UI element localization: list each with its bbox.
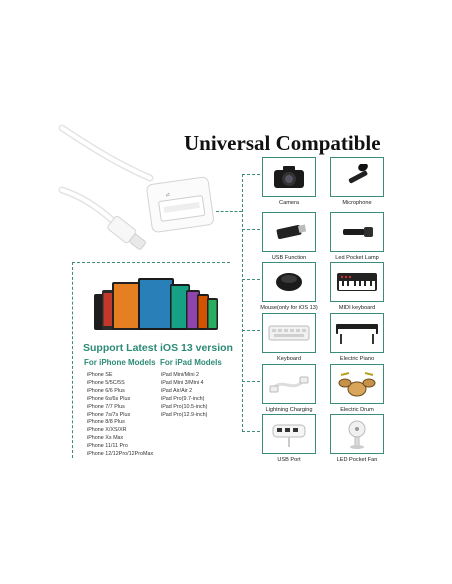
list-item: iPhone X/XS/XR [87, 427, 127, 434]
device-card-electric-drum [330, 364, 384, 404]
connector-line [242, 229, 260, 230]
connector-line [242, 381, 260, 382]
list-item: iPhone 12/12Pro/12ProMax [87, 451, 154, 458]
svg-text:⇄: ⇄ [165, 192, 170, 199]
connector-line [242, 279, 260, 280]
midi-keyboard-icon [337, 273, 377, 291]
keyboard-icon [268, 325, 310, 341]
fan-icon [348, 420, 366, 449]
device-card-led-pocket-fan [330, 414, 384, 454]
page-title: Universal Compatible [184, 131, 381, 155]
device-card-led-pocket-lamp [330, 212, 384, 252]
ipad-models-list: iPad Mini/Mini 2 iPad Mini 3/Mini 4 iPad… [161, 372, 207, 419]
list-item: iPad Mini/Mini 2 [161, 372, 200, 378]
list-item: iPhone 6/6 Plus [87, 387, 125, 394]
ipad-models-header: For iPad Models [160, 358, 222, 367]
list-item: iPhone 7/7 Plus [87, 403, 125, 410]
device-card-mouse [262, 262, 316, 302]
device-card-midi-keyboard [330, 262, 384, 302]
list-item: iPhone 11/11 Pro [87, 443, 128, 450]
connector-line [242, 431, 260, 432]
device-card-lightning-charging [262, 364, 316, 404]
device-card-camera [262, 157, 316, 197]
iphone-models-header: For iPhone Models [84, 358, 156, 367]
device-card-usb-port [262, 414, 316, 454]
device-card-microphone [330, 157, 384, 197]
device-label: Camera [279, 200, 299, 206]
device-label: Electric Drum [340, 407, 374, 413]
drum-icon [338, 372, 376, 397]
support-frame [72, 262, 230, 458]
list-item: iPad Air/Air 2 [161, 387, 193, 394]
camera-icon [274, 166, 304, 188]
list-item: iPad Pro(12.9-inch) [161, 411, 208, 418]
device-label: Electric Piano [339, 356, 375, 362]
piano-icon [336, 324, 378, 344]
list-item: iPhone 5/5C/5S [87, 379, 125, 386]
list-item: iPad Pro(10.5-inch) [161, 403, 208, 410]
microphone-icon [348, 164, 368, 184]
device-card-usb-function [262, 212, 316, 252]
connector-line [216, 211, 242, 212]
usb-stick-icon [276, 224, 307, 240]
list-item: iPad Pro(9.7-inch) [161, 395, 205, 402]
device-label: USB Function [271, 255, 307, 261]
mouse-icon [276, 273, 302, 291]
list-item: iPad Mini 3/Mini 4 [161, 379, 204, 386]
cable-icon [269, 376, 309, 393]
device-label: Lightning Charging [265, 407, 313, 413]
connector-line [242, 330, 260, 331]
device-label: MIDI keyboard [338, 305, 376, 311]
connector-line [242, 174, 243, 432]
usb-hub-icon [272, 424, 306, 447]
device-card-electric-piano [330, 313, 384, 353]
device-label: Microphone [342, 200, 372, 206]
device-label: Keyboard [277, 356, 301, 362]
list-item: iPhone 7s/7s Plus [87, 411, 131, 418]
list-item: iPhone 8/8 Plus [87, 419, 125, 426]
list-item: iPhone 6s/6s Plus [87, 395, 131, 402]
ios-devices-lineup-image [94, 278, 218, 330]
flashlight-icon [343, 227, 373, 237]
device-label: USB Port [277, 457, 301, 463]
device-label: Led Pocket Lamp [335, 255, 379, 261]
device-label: Mouse(only for iOS 13) [260, 305, 318, 311]
support-title: Support Latest iOS 13 version [83, 342, 233, 354]
list-item: iPhone Xs Max [87, 435, 124, 442]
connector-line [242, 174, 260, 175]
list-item: iPhone SE [87, 372, 113, 378]
device-card-keyboard [262, 313, 316, 353]
device-label: LED Pocket Fan [336, 457, 378, 463]
iphone-models-list: iPhone SE iPhone 5/5C/5S iPhone 6/6 Plus… [87, 372, 153, 459]
